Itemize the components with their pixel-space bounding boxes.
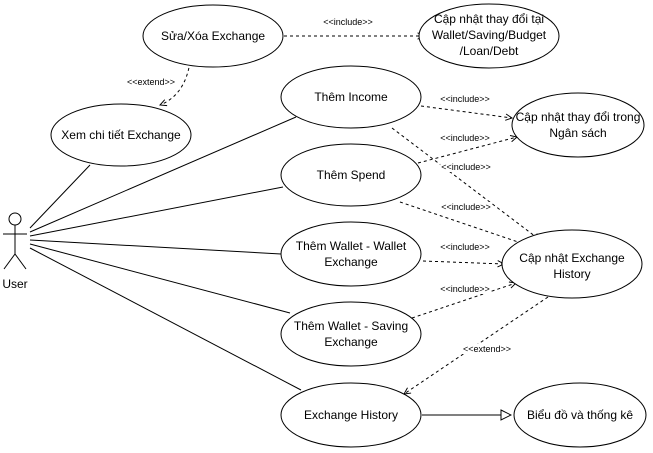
- assoc-add-wallet-saving: [29, 243, 291, 314]
- usecase-add-wallet-wallet-label-2: Exchange: [324, 255, 378, 269]
- actor-left-leg: [3, 253, 16, 270]
- assoc-add-spend: [29, 186, 284, 237]
- relation-label-background: [461, 344, 513, 354]
- usecase-view-exchange-detail[interactable]: Xem chi tiết Exchange: [50, 103, 192, 167]
- relation-label-background: [125, 77, 177, 87]
- relation-label-background: [439, 133, 491, 143]
- usecase-add-wallet-saving-label-2: Exchange: [324, 335, 378, 349]
- associations: [29, 116, 302, 391]
- label-wallet-saving-to-history: <<include>>: [440, 284, 490, 294]
- usecase-update-wallet-label-2: Wallet/Saving/Budget: [432, 28, 547, 42]
- usecase-add-income[interactable]: Thêm Income: [280, 65, 422, 129]
- dep-edit-to-view: [160, 61, 191, 105]
- label-spend-to-history: <<include>>: [441, 202, 491, 212]
- usecase-update-exchange-history[interactable]: Cập nhật Exchange History: [501, 229, 643, 299]
- dep-spend-to-budget: [417, 137, 517, 164]
- actor-right-leg: [14, 253, 27, 270]
- dep-spend-to-history: [399, 201, 527, 245]
- actor-label: User: [2, 277, 27, 291]
- assoc-view-detail: [29, 164, 91, 229]
- relation-label-background: [439, 284, 491, 294]
- usecase-edit-delete-exchange[interactable]: Sửa/Xóa Exchange: [142, 4, 284, 68]
- usecase-update-budget-label-2: Ngân sách: [549, 126, 606, 140]
- label-edit-to-wallet: <<include>>: [323, 17, 373, 27]
- usecase-update-history-label-2: History: [553, 267, 590, 281]
- relation-labels: <<include>> <<extend>> <<include>> <<inc…: [125, 17, 513, 354]
- actor-user: User: [2, 212, 28, 291]
- label-wallet-wallet-to-history: <<include>>: [440, 242, 490, 252]
- dep-income-to-history: [391, 127, 540, 240]
- usecase-add-wallet-saving-label-1: Thêm Wallet - Saving: [294, 319, 408, 333]
- dep-wallet-saving-to-history: [411, 283, 516, 319]
- usecase-add-wallet-saving-exchange[interactable]: Thêm Wallet - Saving Exchange: [280, 301, 422, 367]
- relation-label-background: [439, 242, 491, 252]
- assoc-exchange-history: [29, 247, 302, 391]
- usecase-update-budget-label-1: Cập nhật thay đổi trong: [516, 110, 641, 124]
- actor-head: [8, 212, 22, 226]
- usecase-view-detail-label: Xem chi tiết Exchange: [61, 128, 181, 142]
- usecase-update-wallet-saving-budget[interactable]: Cập nhật thay đổi tại Wallet/Saving/Budg…: [418, 3, 560, 69]
- dep-income-to-budget: [420, 105, 512, 118]
- usecase-update-wallet-label-1: Cập nhật thay đổi tại: [434, 12, 544, 26]
- dep-wallet-wallet-to-history: [422, 261, 504, 264]
- assoc-add-income: [29, 116, 297, 233]
- usecase-exchange-history[interactable]: Exchange History: [280, 382, 422, 448]
- usecase-update-wallet-label-3: /Loan/Debt: [460, 44, 519, 58]
- usecase-add-income-label: Thêm Income: [314, 90, 388, 104]
- label-income-to-budget: <<include>>: [440, 94, 490, 104]
- label-history-to-exchange-history: <<extend>>: [463, 344, 511, 354]
- usecase-edit-delete-exchange-label: Sửa/Xóa Exchange: [161, 29, 265, 43]
- usecase-add-wallet-wallet-exchange[interactable]: Thêm Wallet - Wallet Exchange: [280, 221, 422, 287]
- usecase-charts-and-statistics[interactable]: Biểu đồ và thống kê: [513, 382, 647, 448]
- usecase-charts-label: Biểu đồ và thống kê: [527, 408, 633, 422]
- relation-label-background: [322, 17, 374, 27]
- label-edit-to-view: <<extend>>: [127, 77, 175, 87]
- relation-label-background: [440, 202, 492, 212]
- usecase-add-spend[interactable]: Thêm Spend: [280, 143, 422, 207]
- label-income-to-history: <<include>>: [441, 162, 491, 172]
- usecase-add-spend-label: Thêm Spend: [317, 168, 386, 182]
- usecase-exchange-history-label: Exchange History: [304, 408, 398, 422]
- usecase-update-budget[interactable]: Cập nhật thay đổi trong Ngân sách: [511, 92, 645, 158]
- usecase-update-history-label-1: Cập nhật Exchange: [519, 251, 625, 265]
- label-spend-to-budget: <<include>>: [440, 133, 490, 143]
- relation-label-background: [439, 94, 491, 104]
- usecase-add-wallet-wallet-label-1: Thêm Wallet - Wallet: [296, 239, 407, 253]
- relation-label-background: [440, 162, 492, 172]
- assoc-add-wallet-wallet: [29, 239, 282, 255]
